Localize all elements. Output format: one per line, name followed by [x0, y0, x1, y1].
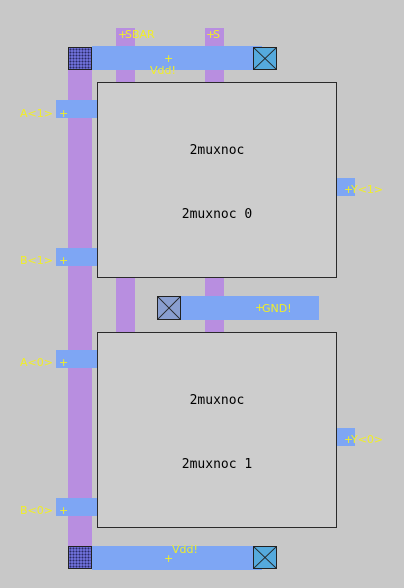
- label-pin-y0: Y<0>: [351, 433, 384, 446]
- pin-b0-marker: +: [59, 504, 69, 517]
- cell-type-label: 2muxnoc: [189, 143, 245, 158]
- label-pin-b0: B<0>: [20, 504, 53, 517]
- via-top-left[interactable]: [68, 47, 92, 70]
- label-pin-a0: A<0>: [20, 356, 53, 369]
- label-vdd-bottom: Vdd!: [172, 543, 198, 556]
- sbar-marker: +: [118, 28, 128, 41]
- label-pin-b1: B<1>: [20, 254, 53, 267]
- pin-y0-marker: +: [344, 433, 354, 446]
- contact-cross-icon: [254, 48, 276, 69]
- left-vertical-rail[interactable]: [68, 70, 92, 560]
- cell-instance-1[interactable]: 2muxnoc 2muxnoc 1: [97, 332, 337, 528]
- pin-a1-marker: +: [59, 107, 69, 120]
- pin-stub-b0[interactable]: [56, 498, 98, 516]
- gnd-rail[interactable]: [176, 296, 319, 320]
- via-bottom-left[interactable]: [68, 546, 92, 569]
- vdd-bottom-rail[interactable]: [92, 546, 262, 570]
- pin-a0-marker: +: [59, 356, 69, 369]
- vdd-top-marker: +: [164, 52, 174, 65]
- label-vdd-top: Vdd!: [150, 64, 176, 77]
- contact-bottom-right[interactable]: [253, 546, 277, 569]
- vdd-bottom-marker: +: [164, 552, 174, 565]
- label-gnd: GND!: [262, 302, 292, 315]
- label-pin-a1: A<1>: [20, 107, 53, 120]
- label-sbar: SBAR: [125, 28, 155, 41]
- gnd-marker: +: [255, 301, 265, 314]
- contact-cross-icon: [254, 547, 276, 568]
- pin-stub-a1[interactable]: [56, 100, 98, 118]
- contact-cross-icon: [158, 297, 180, 319]
- pin-stub-y0[interactable]: [336, 428, 355, 446]
- label-pin-y1: Y<1>: [351, 183, 384, 196]
- contact-gnd[interactable]: [157, 296, 181, 320]
- pin-stub-y1[interactable]: [336, 178, 355, 196]
- s-marker: +: [206, 28, 216, 41]
- pin-b1-marker: +: [59, 254, 69, 267]
- cell-instance-label: 2muxnoc 1: [181, 457, 253, 472]
- pin-y1-marker: +: [344, 183, 354, 196]
- cell-type-label: 2muxnoc: [189, 393, 245, 408]
- pin-stub-a0[interactable]: [56, 350, 98, 368]
- vdd-top-rail[interactable]: [92, 46, 262, 70]
- cell-instance-0[interactable]: 2muxnoc 2muxnoc 0: [97, 82, 337, 278]
- contact-top-right[interactable]: [253, 47, 277, 70]
- pin-stub-b1[interactable]: [56, 248, 98, 266]
- cell-instance-label: 2muxnoc 0: [181, 207, 253, 222]
- label-s: S: [213, 28, 220, 41]
